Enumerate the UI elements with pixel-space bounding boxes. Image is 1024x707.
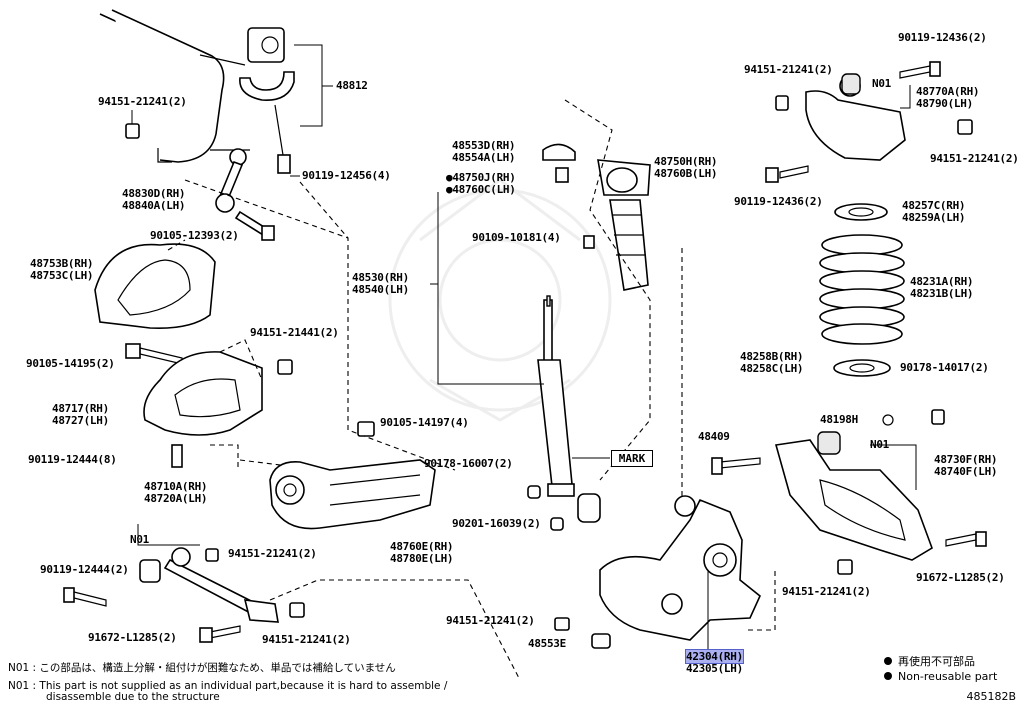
label-90105-12393: 90105-12393(2) <box>150 229 239 242</box>
nut-90178-16007 <box>527 485 541 499</box>
label-94151-21241-e: 94151-21241(2) <box>744 63 833 76</box>
label-48830d: 48830D(RH)48840A(LH) <box>122 187 186 212</box>
label-90105-14197: 90105-14197(4) <box>380 416 469 429</box>
figure-code: 485182B <box>966 690 1016 703</box>
label-94151-21241-g: 94151-21241(2) <box>782 585 871 598</box>
nut-94151-topleft <box>125 110 140 139</box>
label-48710a: 48710A(RH)48720A(LH) <box>144 480 208 505</box>
label-94151-21241-b: 94151-21241(2) <box>228 547 317 560</box>
label-48730f: 48730F(RH)48740F(LH) <box>934 453 998 478</box>
note-n01-english-2: disassemble due to the structure <box>46 691 220 703</box>
label-48812: 48812 <box>336 79 368 92</box>
label-48753b: 48753B(RH)48753C(LH) <box>30 257 94 282</box>
label-48750h: 48750H(RH)48760B(LH) <box>654 155 718 180</box>
label-48750j: ●48750J(RH)●48760C(LH) <box>446 171 516 196</box>
label-94151-21241-a: 94151-21241(2) <box>98 95 187 108</box>
lower-arm-48760e-drawing <box>269 459 436 530</box>
note-n01-japanese: N01 : この部品は、構造上分解・組付けが困難なため、単品では補給していません <box>8 662 396 674</box>
bolt-90105-14195 <box>125 343 183 365</box>
dashed-guide-6 <box>210 444 239 470</box>
label-48231a: 48231A(RH)48231B(LH) <box>910 275 974 300</box>
dashed-guide-4 <box>681 248 776 631</box>
label-90109-10181: 90109-10181(4) <box>472 231 561 244</box>
legend-en: Non-reusable part <box>884 670 997 683</box>
label-90119-12436-b: 90119-12436(2) <box>734 195 823 208</box>
label-90178-16007: 90178-16007(2) <box>424 457 513 470</box>
label-90119-12436-a: 90119-12436(2) <box>898 31 987 44</box>
stabilizer-bar-drawing <box>99 9 250 163</box>
label-91672-l1285-a: 91672-L1285(2) <box>88 631 177 644</box>
label-90119-12444-a: 90119-12444(8) <box>28 453 117 466</box>
label-48760e: 48760E(RH)48780E(LH) <box>390 540 454 565</box>
dashed-guide-5 <box>299 181 349 239</box>
suspension-cover-drawing <box>94 239 216 330</box>
label-94151-21441: 94151-21441(2) <box>250 326 339 339</box>
label-48409: 48409 <box>698 430 730 443</box>
bolt-90119-12444 <box>171 444 183 468</box>
legend-jp: 再使用不可部品 <box>884 655 975 668</box>
label-48257c: 48257C(RH)48259A(LH) <box>902 199 966 224</box>
washer-90201-16039 <box>550 517 564 531</box>
bracket-48717-drawing <box>143 339 263 436</box>
mark-tag: MARK <box>611 450 653 467</box>
dashed-guide-3 <box>564 99 651 481</box>
label-90119-12456: 90119-12456(4) <box>302 169 391 182</box>
label-90119-12444-b: 90119-12444(2) <box>40 563 129 576</box>
note-n01-english-1: N01 : This part is not supplied as an in… <box>8 680 448 692</box>
shock-absorber-drawing <box>430 192 610 523</box>
stabilizer-bushing-drawing <box>239 27 333 127</box>
lateral-link-drawing <box>63 524 521 681</box>
upper-mount-drawing <box>542 143 651 291</box>
stabilizer-link-drawing <box>215 148 275 241</box>
label-90201-16039: 90201-16039(2) <box>452 517 541 530</box>
label-48717: 48717(RH)48727(LH) <box>52 402 109 427</box>
label-n01-a: N01 <box>130 533 149 546</box>
label-n01-c: N01 <box>870 438 889 451</box>
nut-94151-21441 <box>277 359 293 375</box>
label-94151-21241-c: 94151-21241(2) <box>262 633 351 646</box>
label-n01-b: N01 <box>872 77 891 90</box>
knuckle-drawing <box>554 495 761 650</box>
label-48553e: 48553E <box>528 637 566 650</box>
label-48198h: 48198H <box>820 413 858 426</box>
label-48553d: 48553D(RH)48554A(LH) <box>452 139 516 164</box>
label-90105-14195: 90105-14195(2) <box>26 357 115 370</box>
label-90178-14017: 90178-14017(2) <box>900 361 989 374</box>
label-94151-21241-f: 94151-21241(2) <box>930 152 1019 165</box>
label-48770a: 48770A(RH)48790(LH) <box>916 85 980 110</box>
bullet-icon <box>884 657 892 665</box>
label-48530: 48530(RH)48540(LH) <box>352 271 409 296</box>
coil-spring-drawing <box>819 203 945 425</box>
label-42304-highlighted[interactable]: 42304(RH)42305(LH) <box>685 649 744 675</box>
label-48258b: 48258B(RH)48258C(LH) <box>740 350 804 375</box>
label-91672-l1285-b: 91672-L1285(2) <box>916 571 1005 584</box>
bullet-icon <box>884 672 892 680</box>
bolt-90119-12456 <box>274 104 284 156</box>
lower-arm-48730f-drawing <box>711 414 987 575</box>
upper-arm-48770-drawing <box>765 61 973 183</box>
label-94151-21241-d: 94151-21241(2) <box>446 614 535 627</box>
bolt-90105-14197 <box>357 421 375 437</box>
